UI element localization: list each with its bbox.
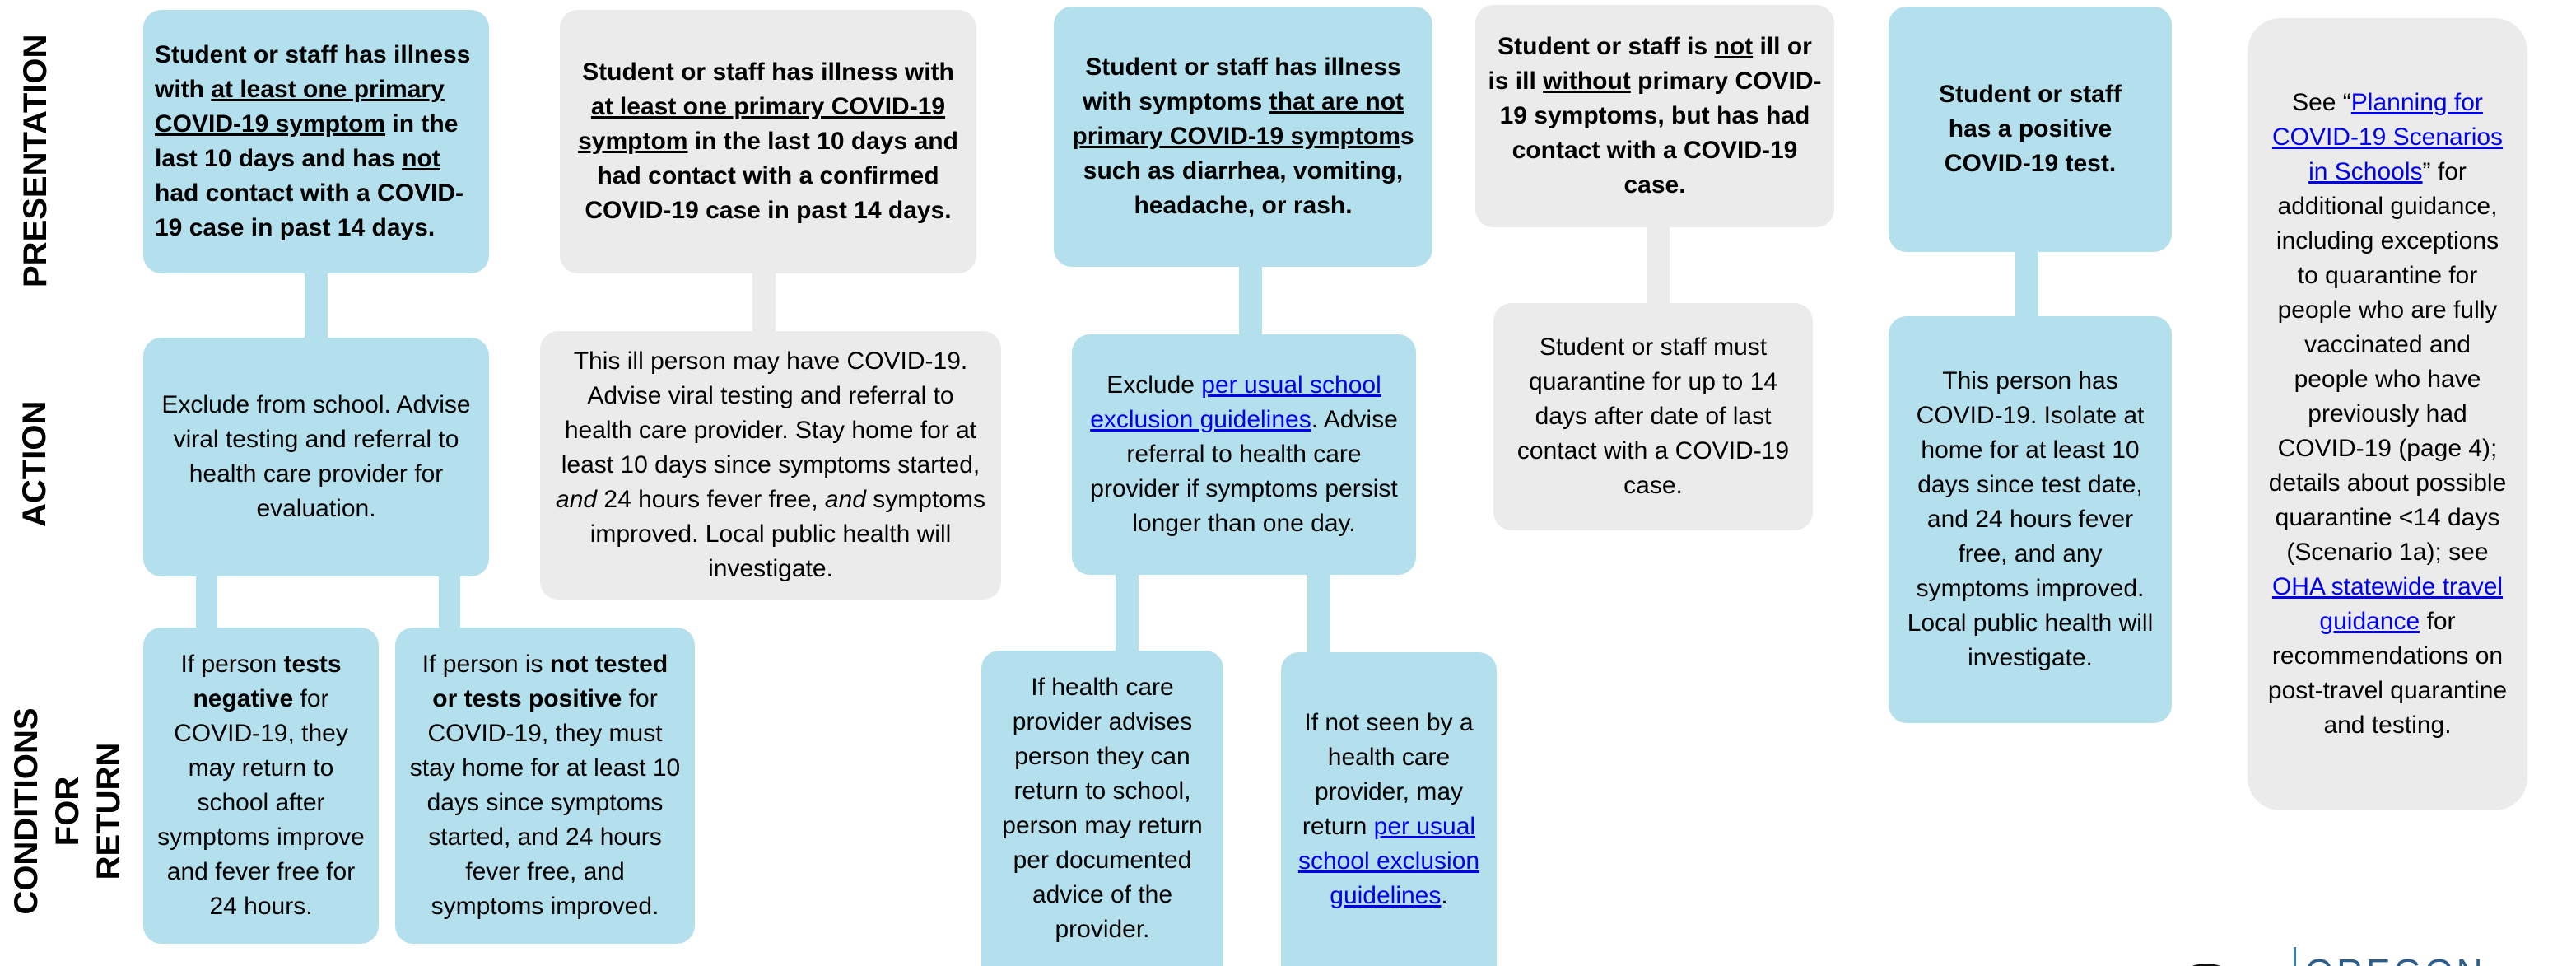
row-label-presentation: PRESENTATION bbox=[17, 34, 54, 287]
exclusion-guidelines-link-2[interactable]: per usual school exclusion guidelines bbox=[1297, 812, 1480, 909]
row-label-conditions-for-return: CONDITIONS FOR RETURN bbox=[8, 707, 127, 915]
exclusion-guidelines-link[interactable]: per usual school exclusion guidelines bbox=[1090, 371, 1381, 433]
presentation-box-contact-no-primary-symptoms: Student or staff is not ill or is ill wi… bbox=[1475, 5, 1834, 227]
presentation-box-primary-symptom-no-contact: Student or staff has illness with at lea… bbox=[143, 10, 489, 273]
logo-wordmark: OREGON bbox=[2305, 952, 2486, 966]
logo-divider bbox=[2294, 947, 2296, 966]
action-box-isolate: This person has COVID-19. Isolate at hom… bbox=[1889, 316, 2172, 723]
action-box-quarantine: Student or staff must quarantine for up … bbox=[1493, 303, 1813, 530]
action-box-exclude-per-guidelines: Exclude per usual school exclusion guide… bbox=[1072, 334, 1416, 575]
connector-col3-left bbox=[1116, 570, 1139, 654]
connector-col3-right bbox=[1307, 570, 1330, 654]
return-box-provider-advises: If health care provider advises person t… bbox=[981, 651, 1223, 966]
logo-mark-icon bbox=[2192, 964, 2221, 966]
connector-col1-left bbox=[196, 572, 217, 630]
connector-col3-top bbox=[1239, 264, 1262, 338]
connector-col4 bbox=[1647, 224, 1670, 306]
presentation-box-primary-symptom-with-contact: Student or staff has illness with at lea… bbox=[560, 10, 976, 273]
connector-col2 bbox=[752, 270, 776, 334]
row-label-action: ACTION bbox=[16, 400, 53, 527]
return-box-not-tested-or-positive: If person is not tested or tests positiv… bbox=[395, 628, 695, 944]
oha-logo: OREGON bbox=[2173, 947, 2519, 966]
action-box-may-have-covid: This ill person may have COVID-19. Advis… bbox=[540, 331, 1001, 600]
note-box-additional-guidance: See “Planning for COVID-19 Scenarios in … bbox=[2248, 18, 2527, 810]
planning-scenarios-link[interactable]: Planning for COVID-19 Scenarios in Schoo… bbox=[2271, 89, 2504, 185]
presentation-box-non-primary-symptoms: Student or staff has illness with sympto… bbox=[1054, 7, 1432, 267]
connector-col1-top bbox=[305, 272, 328, 339]
connector-col1-right bbox=[439, 572, 460, 630]
return-box-tests-negative: If person tests negative for COVID-19, t… bbox=[143, 628, 379, 944]
return-box-not-seen-by-provider: If not seen by a health care provider, m… bbox=[1281, 652, 1497, 966]
travel-guidance-link[interactable]: OHA statewide travel guidance bbox=[2271, 573, 2504, 635]
connector-col5 bbox=[2015, 247, 2038, 321]
presentation-box-positive-test: Student or staff has a positive COVID-19… bbox=[1889, 7, 2172, 252]
action-box-exclude-viral-testing: Exclude from school. Advise viral testin… bbox=[143, 338, 489, 576]
